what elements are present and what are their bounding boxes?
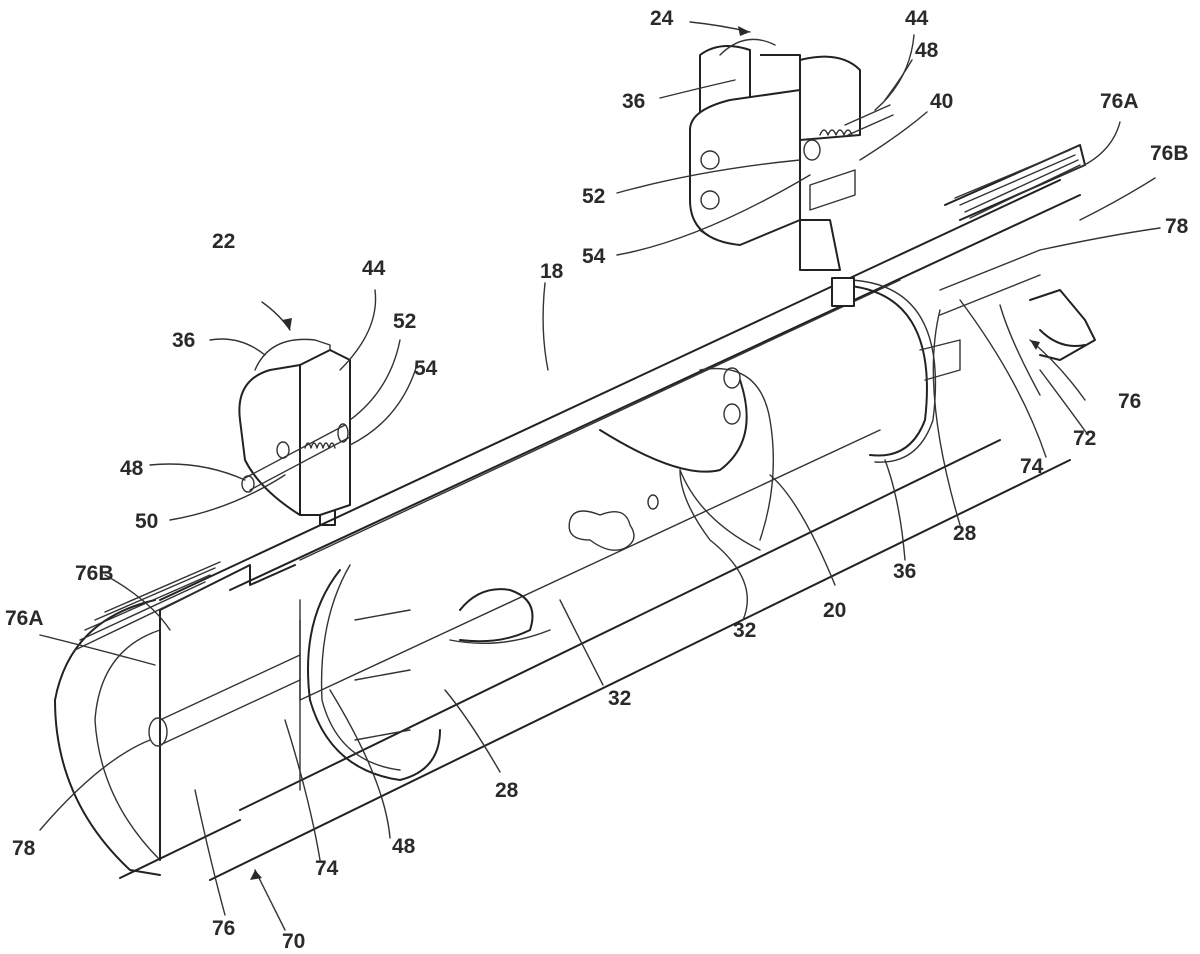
label-48-top: 48	[915, 39, 939, 62]
label-76B-left: 76B	[75, 562, 114, 585]
label-50: 50	[135, 510, 158, 533]
main-tube	[159, 179, 1081, 881]
label-22: 22	[212, 230, 235, 253]
label-28-low: 28	[495, 779, 519, 802]
label-36-left: 36	[172, 329, 195, 352]
label-78-left: 78	[12, 837, 36, 860]
label-76-right: 76	[1118, 390, 1141, 413]
label-52-left: 52	[393, 310, 416, 333]
label-36-mid: 36	[893, 560, 916, 583]
label-72: 72	[1073, 427, 1096, 450]
label-32-mid: 32	[733, 619, 756, 642]
label-76A-right: 76A	[1100, 90, 1139, 113]
label-44-left: 44	[362, 257, 386, 280]
label-74-left: 74	[315, 857, 339, 880]
label-18: 18	[540, 260, 564, 283]
inner-cylinder	[568, 367, 775, 551]
bulge-32	[449, 588, 551, 645]
label-54-top: 54	[582, 245, 606, 268]
left-ring	[299, 564, 441, 791]
right-ring	[831, 277, 961, 463]
label-28-right: 28	[953, 522, 977, 545]
clamp-assembly-24	[689, 38, 894, 271]
label-36-top: 36	[622, 90, 645, 113]
clamp-assembly-22	[238, 338, 351, 526]
label-76-left: 76	[212, 917, 235, 940]
label-48-left: 48	[120, 457, 144, 480]
label-20: 20	[823, 599, 846, 622]
label-70: 70	[282, 930, 305, 953]
label-44-top: 44	[905, 7, 929, 30]
left-end-fitting	[54, 561, 301, 879]
label-52-top: 52	[582, 185, 605, 208]
label-76B-right: 76B	[1150, 142, 1189, 165]
label-40: 40	[930, 90, 953, 113]
label-74-right: 74	[1020, 455, 1044, 478]
right-end-fitting	[939, 144, 1096, 361]
label-24: 24	[650, 7, 674, 30]
label-48-low: 48	[392, 835, 416, 858]
arrowheads	[250, 26, 1040, 880]
label-54-left: 54	[414, 357, 438, 380]
reference-labels: 24 44 48 36 40 76A 76B 52 78 54 22 44 18…	[5, 7, 1189, 953]
label-78-right: 78	[1165, 215, 1189, 238]
label-76A-left: 76A	[5, 607, 44, 630]
label-32-low: 32	[608, 687, 631, 710]
leader-lines	[39, 21, 1161, 931]
